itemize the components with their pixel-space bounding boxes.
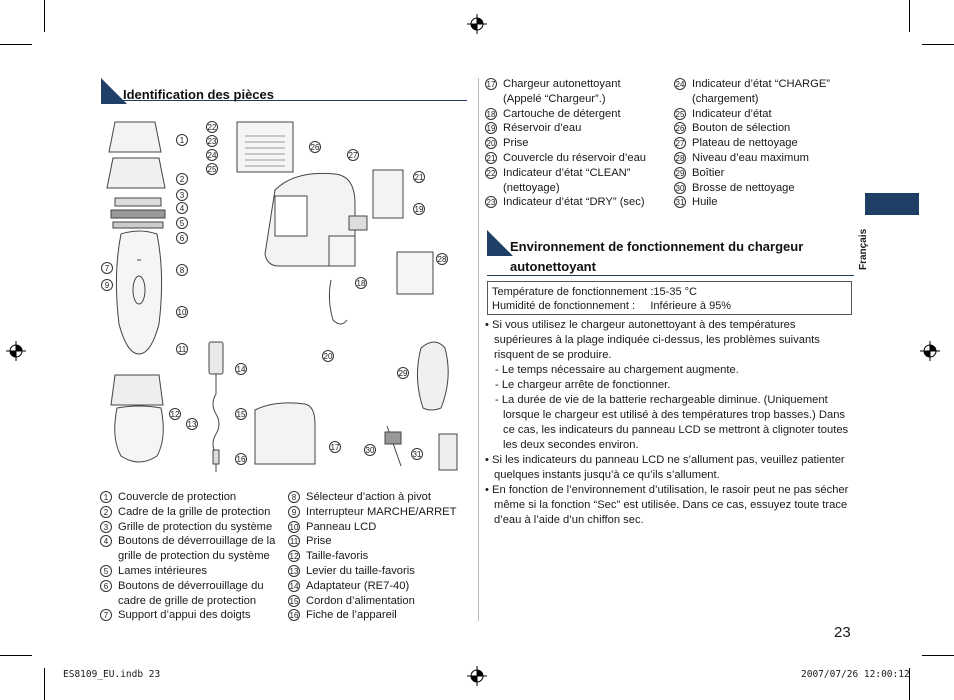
callout-7: 7 (101, 262, 113, 274)
callout-4: 4 (176, 202, 188, 214)
registration-mark-icon (920, 341, 940, 361)
callout-12: 12 (169, 408, 181, 420)
crop-mark (922, 655, 954, 656)
callout-3: 3 (176, 189, 188, 201)
temperature-line: Température de fonctionnement :15-35 °C (492, 286, 697, 298)
callout-17: 17 (329, 441, 341, 453)
registration-mark-icon (467, 666, 487, 686)
crop-mark (922, 44, 954, 45)
callout-1: 1 (176, 134, 188, 146)
conditions-box: Température de fonctionnement :15-35 °C … (487, 281, 852, 315)
section-header-env (487, 230, 854, 276)
footer-timestamp: 2007/07/26 12:00:12 (801, 669, 910, 680)
section-header-parts (101, 78, 467, 104)
callout-5: 5 (176, 217, 188, 229)
language-label: Français (858, 228, 869, 270)
section-title-env: Environnement de fonctionnement du charg… (510, 239, 804, 274)
callout-21: 21 (413, 171, 425, 183)
crop-mark (44, 668, 45, 700)
callout-20: 20 (322, 350, 334, 362)
callout-23: 23 (206, 135, 218, 147)
env-notes: • Si vous utilisez le chargeur autonetto… (485, 318, 855, 528)
callout-8: 8 (176, 264, 188, 276)
column-divider (478, 78, 479, 621)
language-tab (865, 193, 919, 215)
callout-30: 30 (364, 444, 376, 456)
footer-file: ES8109_EU.indb 23 (63, 669, 161, 680)
callout-19: 19 (413, 203, 425, 215)
registration-mark-icon (467, 14, 487, 34)
callout-13: 13 (186, 418, 198, 430)
callout-31: 31 (411, 448, 423, 460)
callout-18: 18 (355, 277, 367, 289)
crop-mark (0, 44, 32, 45)
parts-illustration (106, 121, 458, 472)
callout-16: 16 (235, 453, 247, 465)
callout-15: 15 (235, 408, 247, 420)
callout-11: 11 (176, 343, 188, 355)
callout-10: 10 (176, 306, 188, 318)
crop-mark (44, 0, 45, 32)
crop-mark (0, 655, 32, 656)
callout-29: 29 (397, 367, 409, 379)
callout-9: 9 (101, 279, 113, 291)
humidity-line: Humidité de fonctionnement : Inférieure … (492, 300, 732, 312)
callout-14: 14 (235, 363, 247, 375)
callout-25: 25 (206, 163, 218, 175)
page-number: 23 (834, 624, 851, 641)
crop-mark (909, 668, 910, 700)
callout-24: 24 (206, 149, 218, 161)
callout-22: 22 (206, 121, 218, 133)
bullet-item: • En fonction de l’environnement d’utili… (485, 484, 849, 526)
callout-28: 28 (436, 253, 448, 265)
registration-mark-icon (6, 341, 26, 361)
callout-26: 26 (309, 141, 321, 153)
bullet-item: • Si vous utilisez le chargeur autonetto… (485, 319, 820, 361)
sub-item: - La durée de vie de la batterie recharg… (495, 394, 849, 451)
bullet-item: • Si les indicateurs du panneau LCD ne s… (485, 454, 845, 481)
crop-mark (909, 0, 910, 32)
callout-27: 27 (347, 149, 359, 161)
callout-6: 6 (176, 232, 188, 244)
section-title-parts: Identification des pièces (123, 87, 274, 102)
sub-item: - Le chargeur arrête de fonctionner. (495, 379, 671, 391)
sub-item: - Le temps nécessaire au chargement augm… (495, 364, 739, 376)
callout-2: 2 (176, 173, 188, 185)
